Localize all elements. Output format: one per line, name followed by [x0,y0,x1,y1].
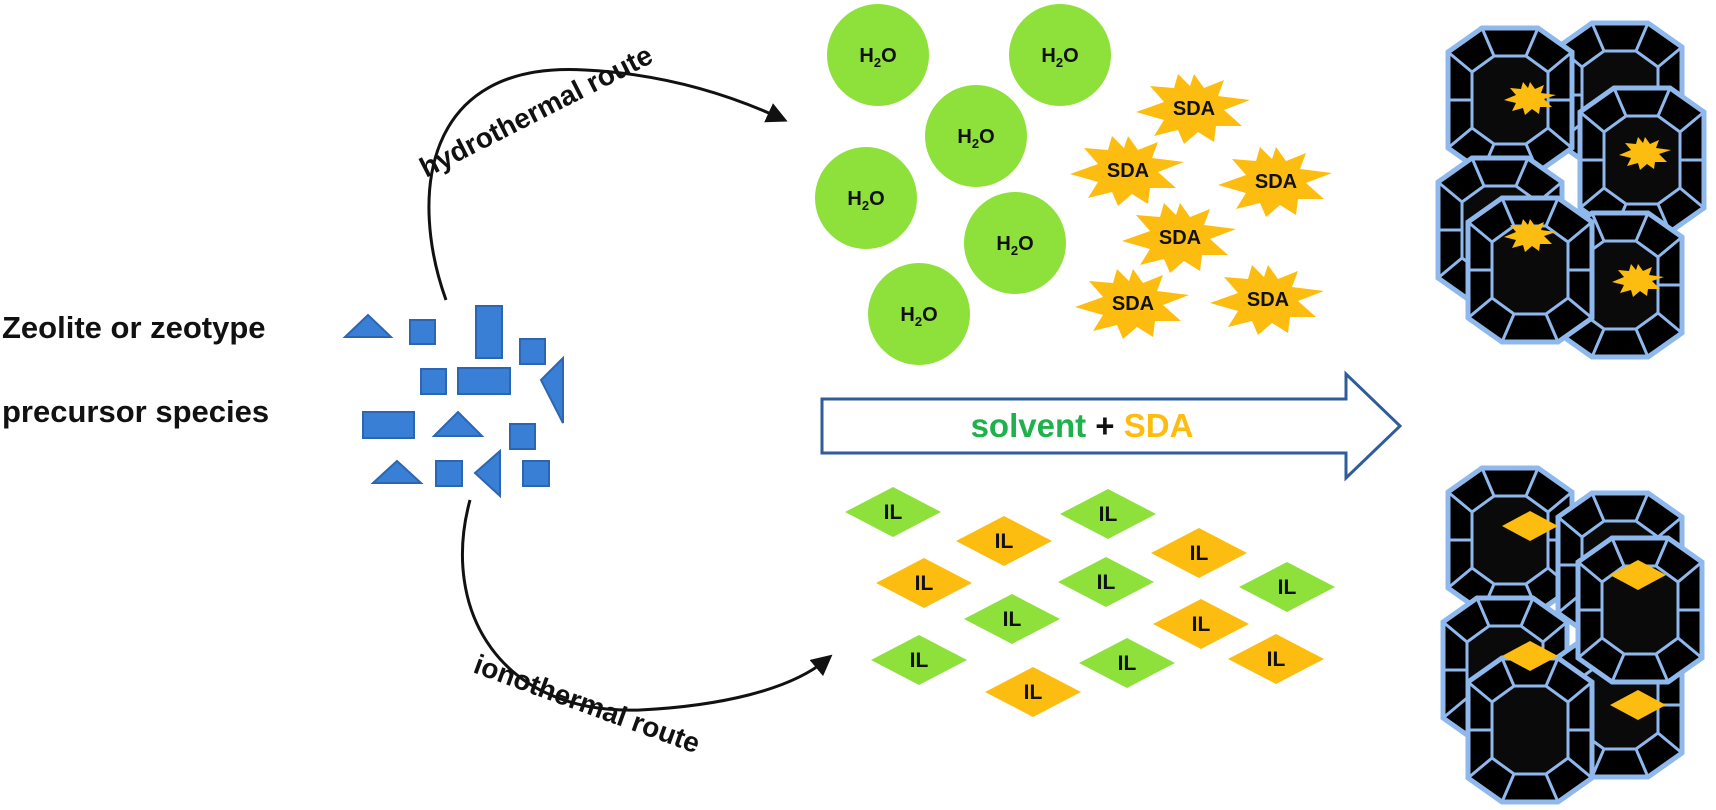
il-label: IL [910,649,929,672]
il-diamond-orange: IL [1153,599,1249,649]
precursor-triangle [473,448,501,499]
precursor-square [435,460,463,487]
sda-star: SDA [1122,203,1236,273]
il-label: IL [1097,571,1116,594]
precursor-triangle [342,313,394,338]
il-label: IL [1192,613,1211,636]
water-molecule: H2O [827,4,929,106]
water-label: H2O [859,45,896,70]
water-label: H2O [957,126,994,151]
hydrothermal-route-arrow [427,68,788,301]
il-label: IL [1099,503,1118,526]
water-label: H2O [847,188,884,213]
sda-label: SDA [1107,160,1149,182]
il-label: IL [1267,648,1286,671]
sda-star: SDA [1218,147,1332,217]
arrow-label: solvent + SDA [971,407,1194,444]
water-molecule: H2O [1009,4,1111,106]
precursor-rectangle [475,305,503,359]
precursor-square [509,423,536,450]
zeolite-framework-il [1443,468,1702,802]
il-label: IL [1190,542,1209,565]
water-molecule: H2O [964,192,1066,294]
precursor-triangle [431,410,485,437]
il-label: IL [1024,681,1043,704]
il-label: IL [1118,652,1137,675]
sda-label: SDA [1255,171,1297,193]
water-molecule: H2O [925,85,1027,187]
precursor-triangle [539,355,564,424]
zeolite-framework-sda [1438,23,1704,357]
water-molecules: H2O H2O H2O H2O H2O H2O [815,4,1111,365]
hydrothermal-route-label: hydrothermal route [415,39,658,183]
water-label: H2O [996,233,1033,258]
il-label: IL [1278,576,1297,599]
sda-star: SDA [1210,265,1324,335]
il-diamond-orange: IL [876,558,972,608]
il-diamond-orange: IL [985,667,1081,717]
il-diamond-orange: IL [1228,634,1324,684]
sda-star: SDA [1136,74,1250,144]
il-diamond-green: IL [964,594,1060,644]
il-label: IL [995,530,1014,553]
ionothermal-route-arrow [461,499,833,712]
solvent-sda-arrow: solvent + SDA [820,370,1403,482]
precursor-square [420,368,447,395]
il-diamond-green: IL [871,635,967,685]
il-diamond-orange: IL [1151,528,1247,578]
sda-label: SDA [1173,98,1215,120]
sda-label: SDA [1247,289,1289,311]
precursor-label-line1: Zeolite or zeotype [2,310,266,345]
ionic-liquid-molecules: IL IL IL IL IL IL IL IL IL IL IL IL IL [845,487,1335,717]
precursor-rectangle [362,411,415,439]
il-diamond-green: IL [1079,638,1175,688]
precursor-square [522,460,550,487]
il-label: IL [915,572,934,595]
ionothermal-route-label: ionothermal route [470,649,704,760]
precursor-triangle [370,459,424,484]
precursor-square [519,338,546,365]
precursor-rectangle [457,367,511,395]
sda-molecules: SDA SDA SDA SDA SDA SDA [1070,74,1332,339]
precursor-square [409,319,436,345]
sda-star: SDA [1070,136,1184,206]
il-diamond-orange: IL [956,516,1052,566]
il-diamond-green: IL [1060,489,1156,539]
il-diamond-green: IL [845,487,941,537]
precursor-species-shapes [342,305,564,499]
sda-label: SDA [1112,293,1154,315]
sda-star: SDA [1075,269,1189,339]
sda-label: SDA [1159,227,1201,249]
water-label: H2O [1041,45,1078,70]
il-label: IL [884,501,903,524]
water-label: H2O [900,304,937,329]
water-molecule: H2O [868,263,970,365]
precursor-label-line2: precursor species [2,394,269,429]
il-diamond-green: IL [1058,557,1154,607]
il-diamond-green: IL [1239,562,1335,612]
water-molecule: H2O [815,147,917,249]
il-label: IL [1003,608,1022,631]
